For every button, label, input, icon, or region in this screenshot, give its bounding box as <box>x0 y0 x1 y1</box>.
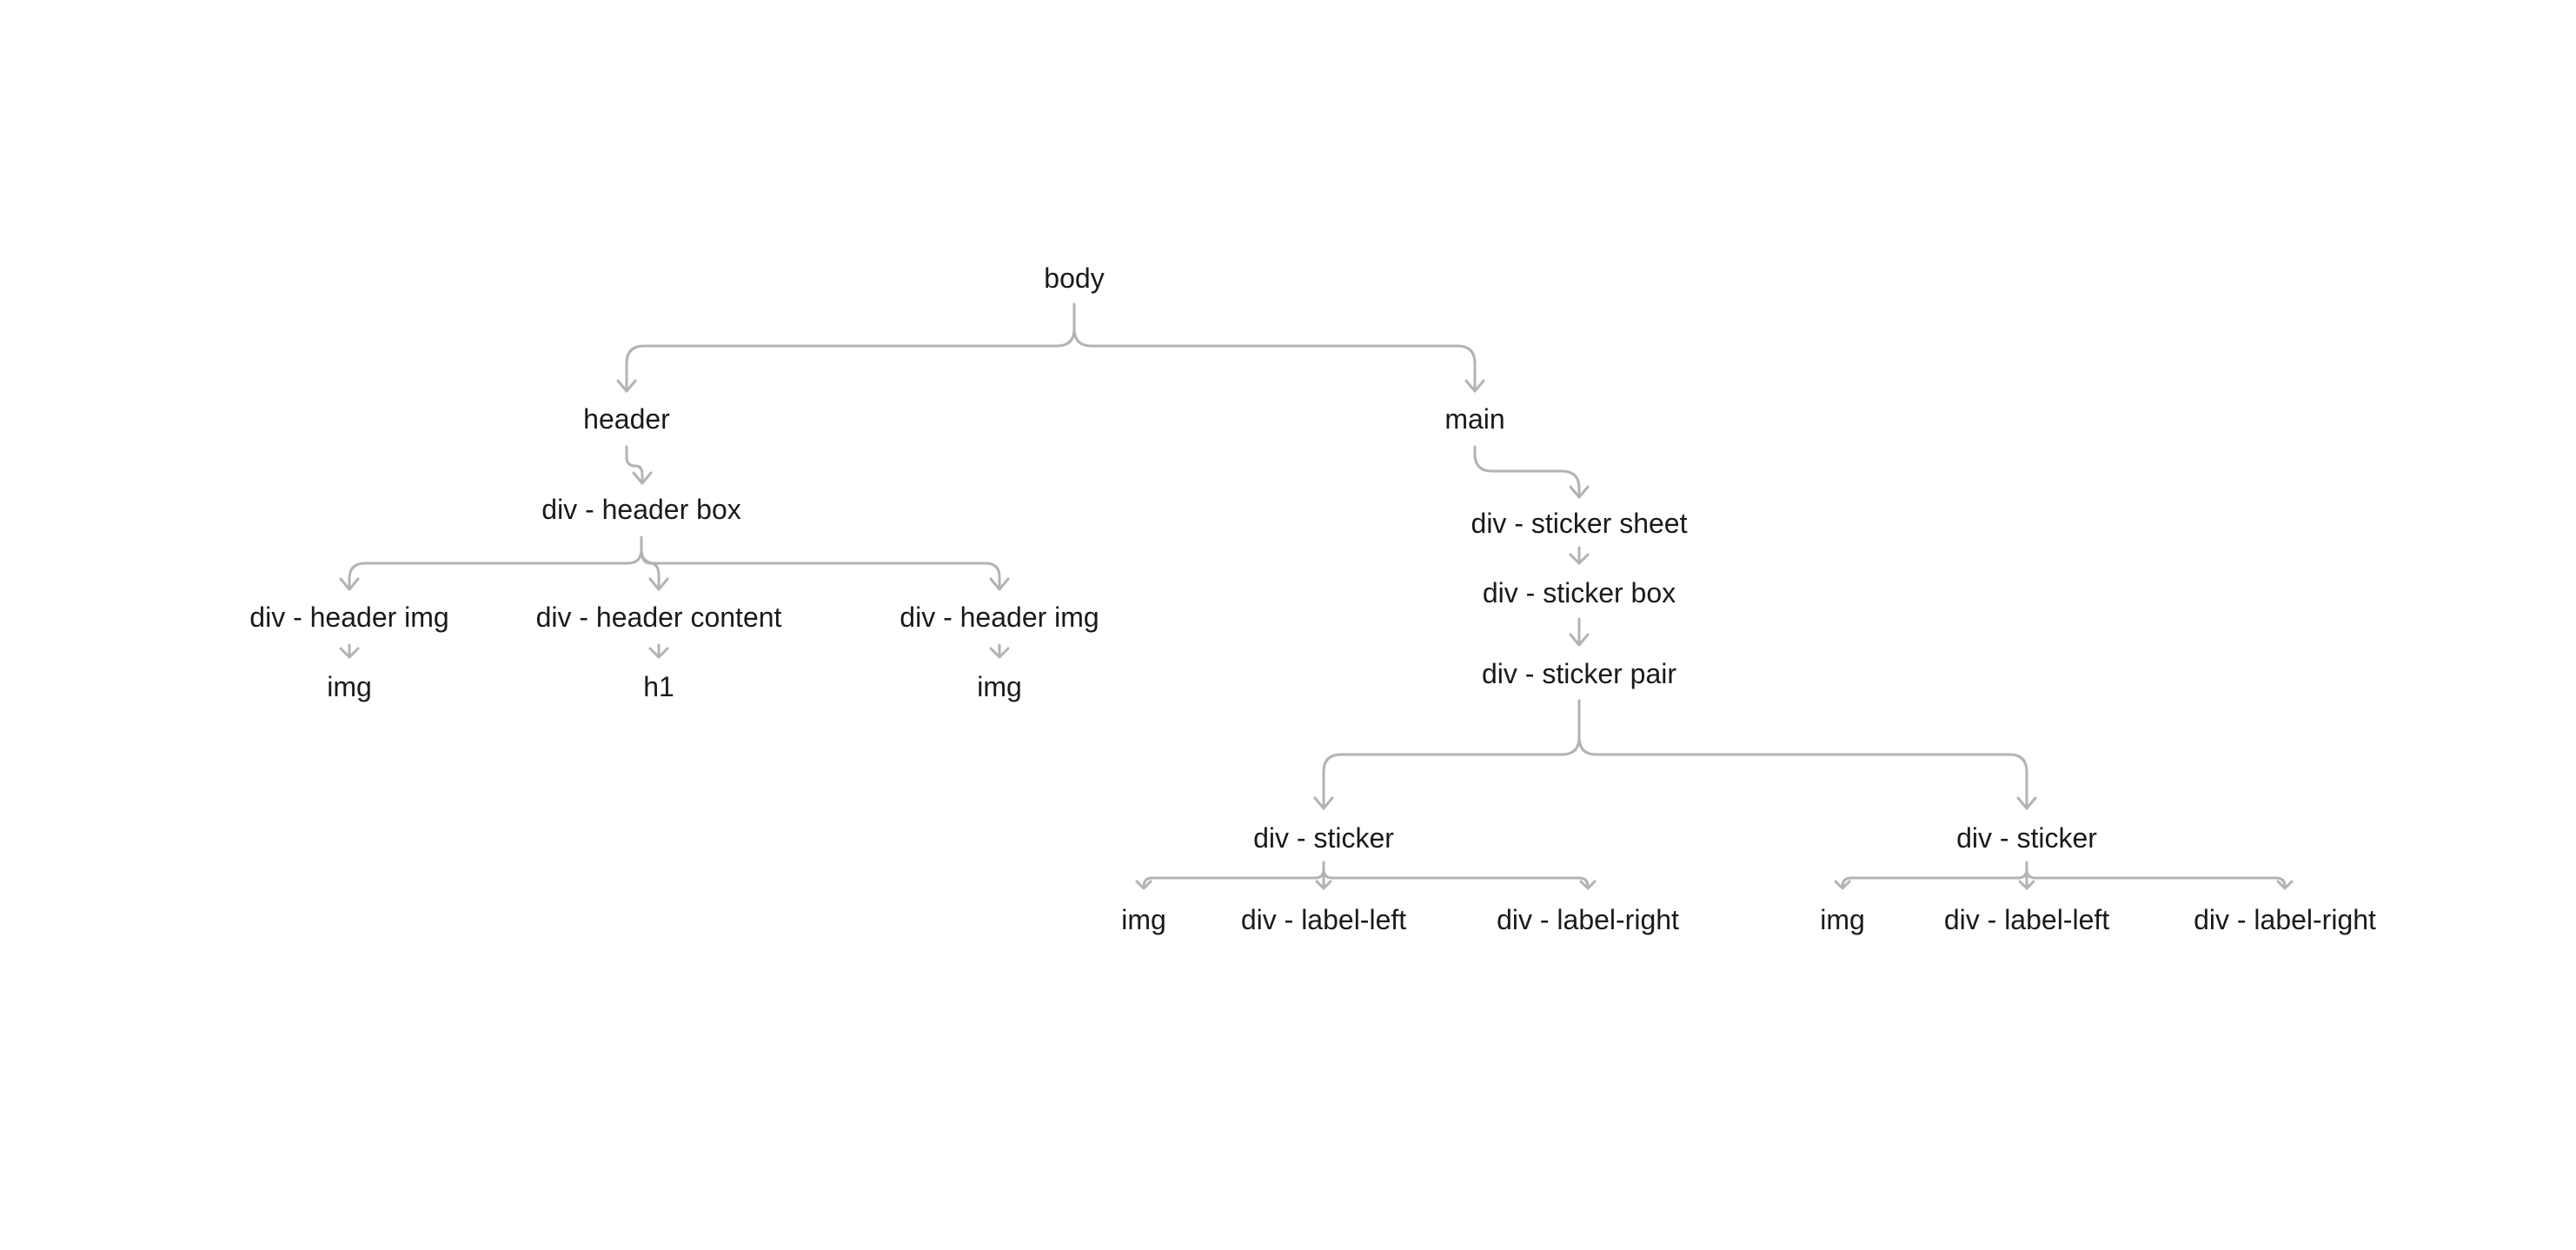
arrowhead <box>2018 880 2035 890</box>
node-header-img-left: div - header img <box>249 602 449 633</box>
node-header-box: div - header box <box>541 494 741 525</box>
connector-line <box>640 548 1001 589</box>
connector-line <box>625 303 1076 391</box>
connector-line <box>1322 868 1590 888</box>
node-sticker-left-label-right: div - label-right <box>1497 904 1679 935</box>
node-header-content: div - header content <box>535 602 782 633</box>
arrowhead <box>1569 485 1590 499</box>
arrowhead <box>2276 880 2294 890</box>
connector-header-headerbox <box>625 445 653 485</box>
node-sticker-left: div - sticker <box>1253 822 1394 854</box>
arrowhead <box>1569 553 1590 565</box>
arrowhead <box>616 379 637 393</box>
node-sticker-left-img: img <box>1121 904 1166 935</box>
node-img-left: img <box>327 671 372 702</box>
node-header-img-right: div - header img <box>900 602 1099 633</box>
node-sticker-right-img: img <box>1820 904 1865 935</box>
node-sticker-right-label-left: div - label-left <box>1943 904 2110 935</box>
connector-line <box>348 535 643 589</box>
arrowhead <box>1464 379 1485 393</box>
connector-headerbox-children <box>339 535 1010 591</box>
arrowhead <box>632 471 653 485</box>
connector-sticker-left-children <box>1135 861 1597 890</box>
connector-pair-stickers <box>1313 699 2037 810</box>
node-h1: h1 <box>643 671 674 702</box>
connector-line <box>1322 699 1581 808</box>
connector-main-stickersheet <box>1473 445 1590 499</box>
arrowhead <box>989 577 1010 591</box>
connector-line <box>625 445 644 483</box>
arrowhead <box>339 577 360 591</box>
arrowhead <box>989 647 1010 659</box>
connector-body-children <box>616 303 1485 393</box>
connector-line <box>2025 868 2287 888</box>
arrowhead <box>648 647 669 659</box>
connector-sheet-box <box>1569 546 1590 565</box>
arrowhead <box>1135 880 1152 890</box>
node-sticker-box: div - sticker box <box>1482 577 1676 608</box>
node-img-right: img <box>977 671 1022 702</box>
node-body: body <box>1044 263 1105 294</box>
arrowhead <box>2016 796 2037 810</box>
arrowhead <box>1834 880 1851 890</box>
node-header: header <box>583 403 670 435</box>
connector-line <box>1072 327 1477 391</box>
arrowhead <box>1569 633 1590 647</box>
node-sticker-pair: div - sticker pair <box>1481 658 1677 689</box>
arrowhead <box>648 577 669 591</box>
connector-header-leaves <box>339 643 1010 659</box>
connector-line <box>1473 445 1581 497</box>
connector-line <box>1577 735 2028 808</box>
node-sticker-right: div - sticker <box>1956 822 2097 854</box>
connector-line <box>1142 861 1325 888</box>
node-sticker-right-label-right: div - label-right <box>2194 904 2376 935</box>
connector-sticker-right-children <box>1834 861 2294 890</box>
arrowhead <box>1315 880 1332 890</box>
connector-line <box>640 548 661 589</box>
connector-box-pair <box>1569 617 1590 647</box>
arrowhead <box>1313 796 1334 810</box>
arrowhead <box>1579 880 1597 890</box>
node-sticker-left-label-left: div - label-left <box>1240 904 1407 935</box>
arrowhead <box>339 647 360 659</box>
node-sticker-sheet: div - sticker sheet <box>1471 508 1688 539</box>
connector-line <box>1841 861 2028 888</box>
node-main: main <box>1444 403 1505 435</box>
